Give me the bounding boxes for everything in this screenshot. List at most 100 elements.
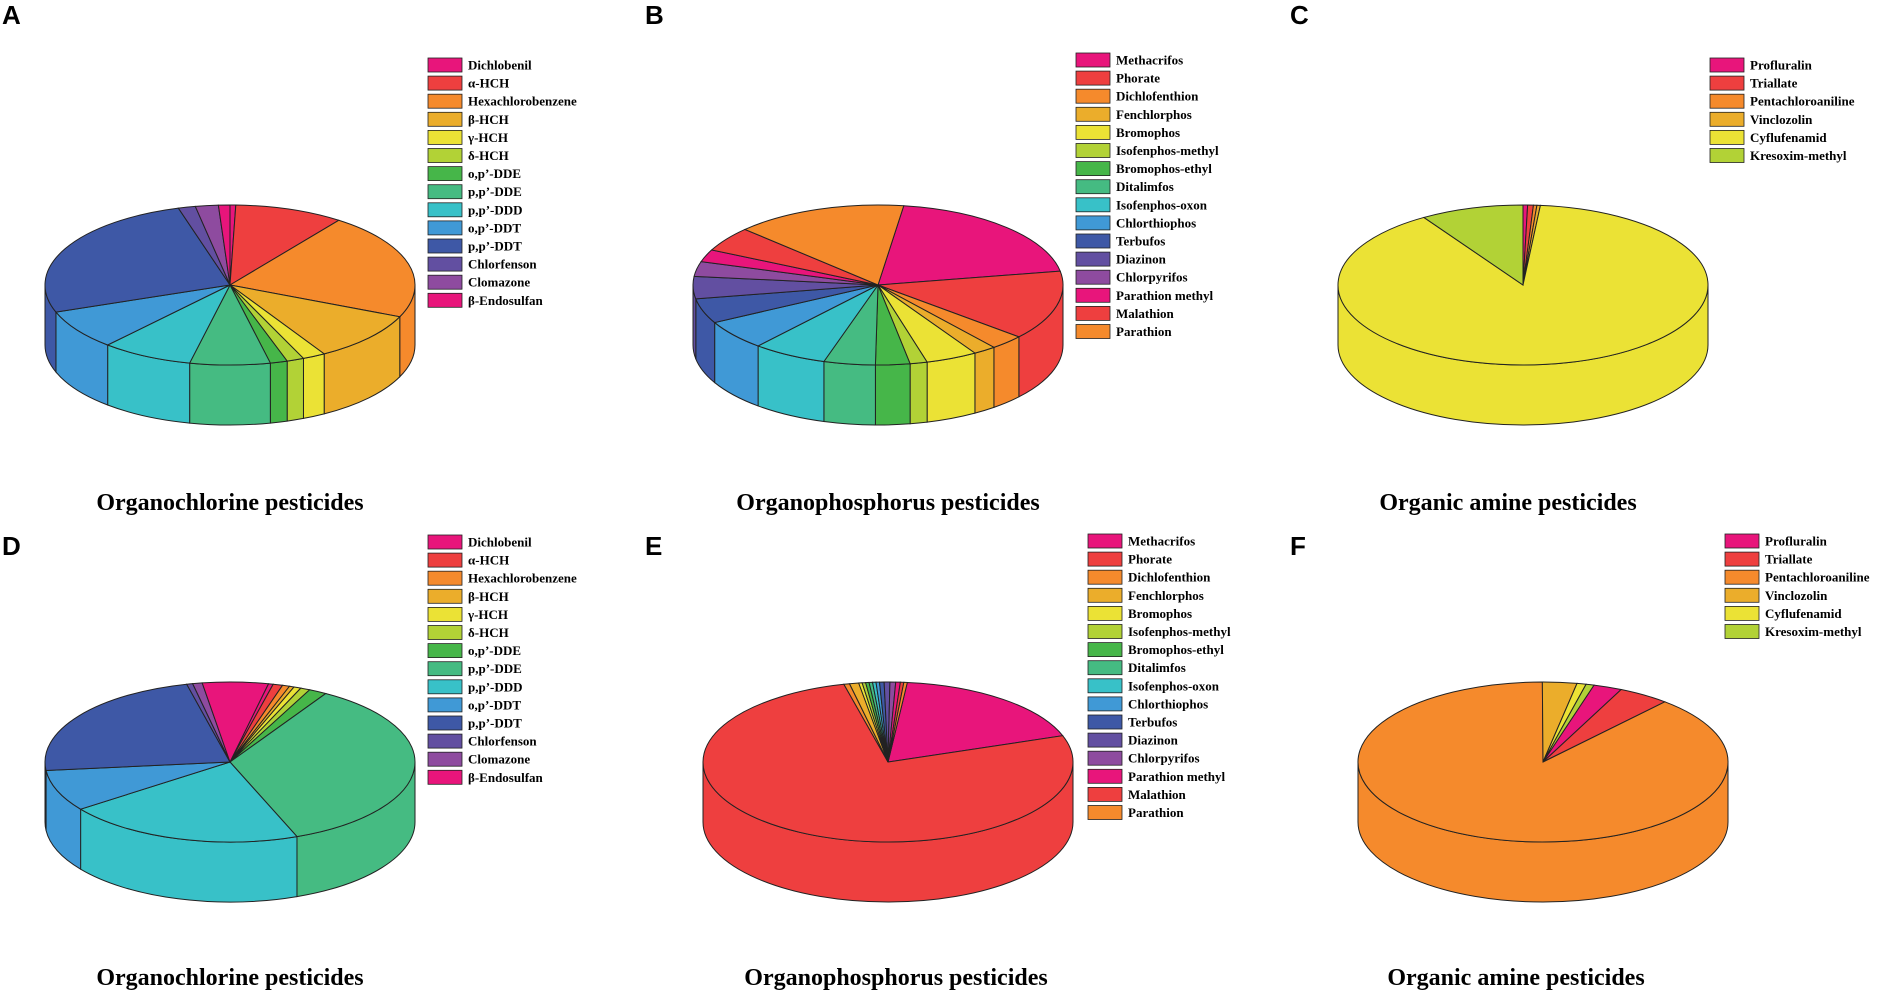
legend-label: p,p’-DDD	[468, 202, 523, 217]
legend-label: Parathion methyl	[1128, 769, 1226, 784]
legend-swatch	[427, 274, 463, 290]
legend-label: Diazinon	[1128, 733, 1179, 748]
pie-slice	[229, 692, 416, 838]
pie-slice	[877, 270, 1064, 338]
legend-label: Phorate	[1128, 552, 1172, 567]
legend-swatch	[427, 166, 463, 182]
legend: Dichlobenilα-HCHHexachlorobenzeneβ-HCHγ-…	[427, 57, 577, 308]
legend-swatch	[1087, 551, 1123, 567]
legend-swatch	[1724, 624, 1760, 639]
legend-swatch	[1087, 533, 1123, 549]
legend-swatch	[1709, 111, 1745, 127]
legend-swatch	[427, 588, 463, 604]
pie-side	[874, 363, 911, 426]
legend-swatch	[1087, 678, 1123, 694]
legend-swatch	[427, 184, 463, 200]
legend-label: Dichlofenthion	[1128, 570, 1211, 585]
legend-label: Methacrifos	[1128, 534, 1195, 549]
pie-slice	[54, 284, 231, 346]
legend-label: o,p’-DDE	[468, 643, 521, 658]
legend-label: Clomazone	[468, 275, 530, 290]
legend-swatch	[1087, 587, 1123, 603]
legend-swatch	[427, 148, 463, 163]
legend: ProfluralinTriallatePentachloroanilineVi…	[1724, 534, 1870, 639]
legend-label: Diazinon	[1116, 252, 1167, 267]
legend-label: Parathion	[1116, 324, 1172, 339]
legend-label: Chlorfenson	[468, 257, 537, 272]
legend-swatch	[427, 607, 463, 622]
pie-slice	[702, 683, 1074, 843]
legend-label: Hexachlorobenzene	[468, 571, 577, 586]
panel-letter: E	[645, 531, 662, 561]
legend-swatch	[427, 202, 463, 218]
legend-label: δ-HCH	[468, 148, 509, 163]
panel-title: Organic amine pesticides	[1387, 965, 1644, 991]
legend-label: α-HCH	[468, 553, 509, 568]
pie-side	[993, 336, 1020, 409]
panel-title: Organochlorine pesticides	[96, 490, 363, 516]
legend-swatch	[1075, 324, 1111, 339]
legend-swatch	[427, 679, 463, 695]
legend-label: Chlorfenson	[468, 734, 537, 749]
legend-label: Parathion	[1128, 805, 1184, 820]
legend-swatch	[1724, 551, 1760, 567]
legend-swatch	[427, 238, 463, 254]
legend-label: Profluralin	[1765, 534, 1828, 549]
legend-label: Methacrifos	[1116, 53, 1183, 68]
legend-swatch	[427, 256, 463, 272]
legend-label: o,p’-DDT	[468, 220, 521, 235]
legend-swatch	[427, 75, 463, 91]
legend-swatch	[1709, 75, 1745, 91]
legend-label: Pentachloroaniline	[1765, 570, 1870, 585]
panel-title: Organophosphorus pesticides	[744, 965, 1047, 991]
legend-label: p,p’-DDT	[468, 239, 522, 254]
legend-swatch	[1709, 148, 1745, 163]
pie-side	[269, 360, 288, 424]
pie-slice	[106, 283, 232, 364]
legend-label: Isofenphos-methyl	[1116, 143, 1219, 158]
panel-a: A Organochlorine pesticides Dichlobenilα-H…	[2, 0, 577, 516]
panel-letter: A	[2, 0, 21, 30]
panel-e: E Organophosphorus pesticides MethacrifosP…	[645, 531, 1231, 991]
legend-swatch	[427, 111, 463, 127]
legend-swatch	[1075, 215, 1111, 231]
legend-swatch	[427, 292, 463, 308]
legend-label: Chlorpyrifos	[1116, 270, 1188, 285]
legend-label: Dichlobenil	[468, 535, 532, 550]
legend-label: p,p’-DDE	[468, 661, 522, 676]
legend-label: p,p’-DDT	[468, 716, 522, 731]
legend-label: p,p’-DDD	[468, 679, 523, 694]
pie-slice	[229, 284, 401, 355]
legend-label: Ditalimfos	[1128, 660, 1186, 675]
legend-swatch	[1075, 88, 1111, 104]
legend-label: δ-HCH	[468, 625, 509, 640]
legend-swatch	[1075, 143, 1111, 158]
pie-slice	[228, 219, 416, 318]
legend-label: α-HCH	[468, 76, 509, 91]
legend-swatch	[1724, 606, 1760, 621]
legend: Dichlobenilα-HCHHexachlorobenzeneβ-HCHγ-…	[427, 534, 577, 785]
legend-label: o,p’-DDT	[468, 697, 521, 712]
legend-swatch	[1087, 787, 1123, 802]
panel-title: Organophosphorus pesticides	[736, 490, 1039, 516]
legend-swatch	[427, 129, 463, 145]
legend-label: Malathion	[1128, 787, 1187, 802]
legend-label: β-Endosulfan	[468, 293, 544, 308]
legend-swatch	[1075, 287, 1111, 303]
pie-slice	[44, 683, 231, 772]
pie-side	[44, 761, 47, 831]
legend-swatch	[1075, 269, 1111, 285]
legend-label: Ditalimfos	[1116, 179, 1174, 194]
legend-swatch	[427, 57, 463, 73]
legend-label: Triallate	[1750, 76, 1798, 91]
legend-swatch	[1724, 569, 1760, 585]
legend-swatch	[427, 769, 463, 785]
pie-slice	[217, 204, 231, 286]
legend-label: Parathion methyl	[1116, 288, 1214, 303]
legend-swatch	[1075, 305, 1111, 321]
panel-letter: B	[645, 0, 664, 30]
pie-side	[926, 352, 976, 423]
legend-swatch	[1075, 52, 1111, 68]
legend-swatch	[427, 534, 463, 550]
